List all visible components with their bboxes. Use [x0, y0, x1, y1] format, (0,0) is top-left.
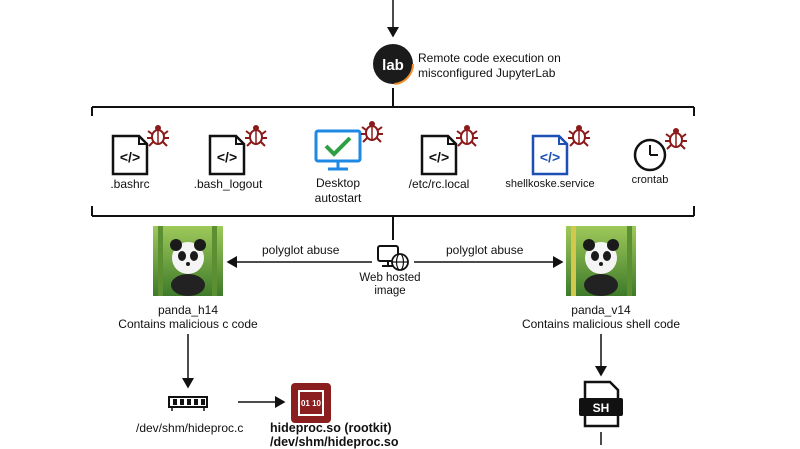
svg-text:</>: </>	[540, 149, 560, 165]
bash-logout-label: .bash_logout	[193, 177, 263, 191]
bash-logout-code-icon	[208, 134, 246, 176]
bashrc-label: .bashrc	[110, 177, 150, 191]
desktop-line1: Desktop	[315, 176, 361, 190]
svg-text:lab: lab	[382, 57, 404, 74]
rce-line1: Remote code execution on	[418, 51, 561, 65]
monitor-check-icon	[314, 129, 362, 171]
bug-icon	[146, 124, 170, 147]
service-label: shellkoske.service	[505, 178, 595, 190]
rce-line2: misconfigured JupyterLab	[418, 66, 556, 80]
bashrc-code-icon	[111, 134, 149, 176]
service-code-icon: </>	[531, 134, 569, 176]
bug-icon	[455, 124, 479, 147]
panda-v14-label: panda_v14 Contains malicious shell code	[516, 303, 686, 331]
clock-icon	[633, 138, 667, 172]
memory-chip-icon	[168, 396, 208, 411]
right-edge-label: polyglot abuse	[446, 243, 524, 257]
desktop-line2: autostart	[314, 191, 362, 205]
persistence-bracket-top	[91, 88, 695, 116]
shell-script-icon: SH	[579, 380, 623, 428]
panda-h14-label: panda_h14 Contains malicious c code	[100, 303, 276, 331]
crontab-label: crontab	[631, 174, 669, 186]
bug-icon	[664, 127, 688, 150]
rclocal-code-icon	[420, 134, 458, 176]
rootkit-line2: /dev/shm/hideproc.so	[270, 435, 399, 449]
panda-v14-desc: Contains malicious shell code	[521, 317, 681, 331]
hideproc-c-label: /dev/shm/hideproc.c	[136, 421, 244, 435]
web-hosted-label: Web hosted image	[352, 272, 428, 298]
svg-text:01 10: 01 10	[301, 399, 322, 408]
desktop-autostart-label: Desktop autostart	[306, 176, 370, 206]
bug-icon	[244, 124, 268, 147]
rce-title: Remote code execution on misconfigured J…	[418, 51, 561, 81]
bug-icon	[567, 124, 591, 147]
svg-text:SH: SH	[593, 401, 610, 415]
rootkit-line1: hideproc.so (rootkit)	[270, 421, 392, 435]
left-edge-label: polyglot abuse	[262, 243, 340, 257]
jupyterlab-icon: lab	[372, 43, 414, 85]
panda-h14-desc: Contains malicious c code	[118, 317, 258, 331]
persistence-bracket-bottom	[91, 206, 695, 240]
panda-h14-name: panda_h14	[157, 303, 219, 317]
rclocal-label: /etc/rc.local	[408, 177, 470, 191]
panda-h14-image	[153, 226, 223, 296]
web-image-icon	[377, 245, 409, 271]
panda-v14-name: panda_v14	[571, 303, 631, 317]
web-line2: image	[374, 285, 406, 297]
web-line1: Web hosted	[359, 272, 421, 284]
bug-icon	[360, 120, 384, 143]
rootkit-binary-icon: 01 10	[291, 383, 331, 423]
panda-v14-image	[566, 226, 636, 296]
